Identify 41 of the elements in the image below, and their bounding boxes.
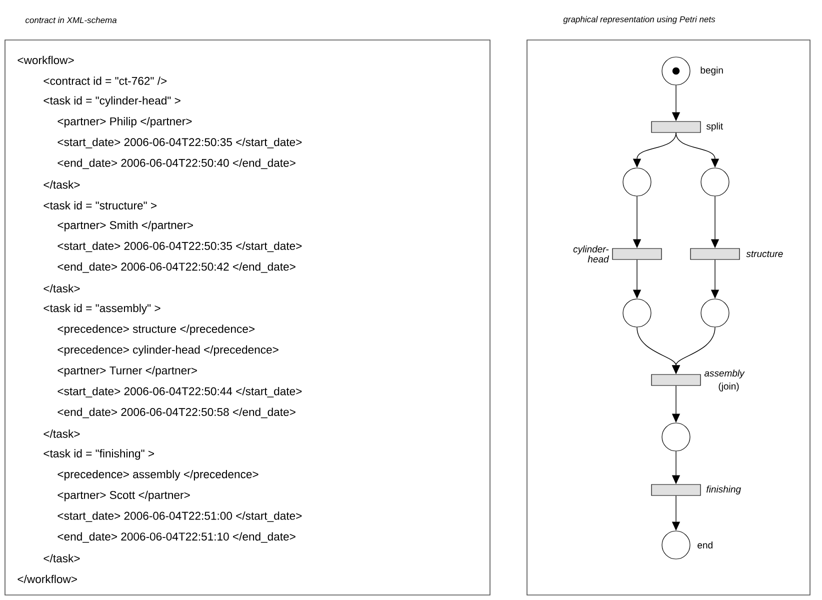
node-label: split [706, 122, 724, 132]
panel-title: contract in XML-schema [25, 16, 117, 24]
code-line: <start_date> 2006-06-04T22:50:35 </start_date> [58, 242, 302, 252]
code-line: </task> [44, 554, 80, 562]
code-line: <start_date> 2006-06-04T22:50:44 </start_date> [58, 386, 302, 398]
node-label: finishing [706, 486, 741, 494]
code-line: <end_date> 2006-06-04T22:50:42 </end_date> [58, 262, 296, 273]
code-line: <task id = "finishing" > [44, 449, 154, 460]
code-line: <partner> Turner </partner> [58, 366, 197, 377]
panel-title: graphical representation using Petri nets [563, 16, 716, 24]
code-line: <task id = "assembly" > [44, 304, 160, 314]
code-line: </task> [44, 284, 80, 293]
node-label: structure [746, 250, 783, 258]
code-line: <precedence> cylinder-head </precedence> [58, 345, 278, 356]
code-line: <precedence> assembly </precedence> [58, 470, 258, 480]
code-line: <contract id = "ct-762" /> [44, 76, 167, 85]
place-circle [700, 168, 730, 196]
node-label: begin [700, 66, 723, 76]
node-label: cylinder-head [573, 246, 610, 262]
place-circle [700, 298, 730, 328]
code-line: </task> [44, 430, 80, 438]
code-line: </workflow> [18, 574, 77, 584]
code-line: <partner> Scott </partner> [58, 490, 190, 502]
place-circle [622, 298, 652, 328]
code-line: <end_date> 2006-06-04T22:51:10 </end_date> [58, 532, 296, 543]
node-label: assembly [704, 370, 745, 378]
node-label: (join) [718, 382, 739, 392]
code-line: <task id = "structure" > [44, 201, 156, 210]
node-label: end [698, 542, 712, 548]
code-line: <precedence> structure </precedence> [58, 324, 254, 336]
place-circle [662, 422, 690, 452]
code-line: <task id = "cylinder-head" > [44, 96, 180, 107]
code-line: <partner> Philip </partner> [58, 117, 192, 128]
code-line: </task> [44, 180, 80, 189]
code-line: <workflow> [18, 56, 74, 64]
code-line: <start_date> 2006-06-04T22:50:35 </start_date> [58, 138, 302, 148]
place-circle [622, 168, 652, 196]
code-line: <end_date> 2006-06-04T22:50:40 </end_date> [58, 158, 296, 170]
code-line: <start_date> 2006-06-04T22:51:00 </start_date> [58, 512, 302, 522]
code-line: <end_date> 2006-06-04T22:50:58 </end_date> [58, 408, 296, 418]
code-line: <partner> Smith </partner> [58, 220, 193, 232]
